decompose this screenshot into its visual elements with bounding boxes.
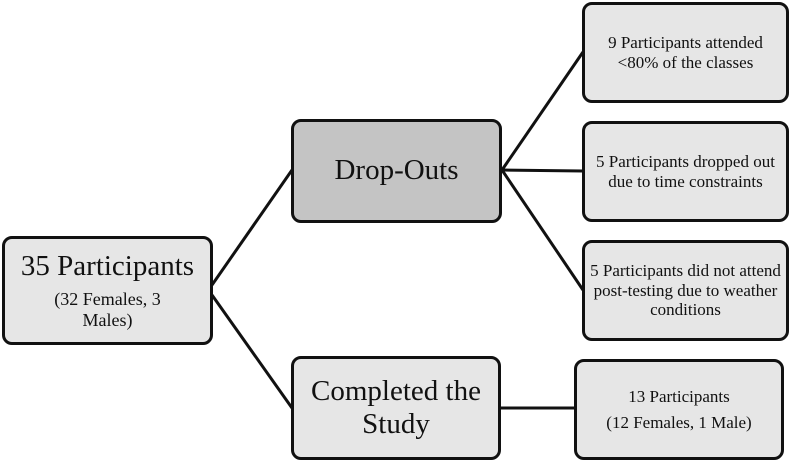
completed-study-box: Completed the Study	[291, 356, 501, 460]
completed-study-label: Completed the Study	[311, 374, 481, 440]
connector-dropouts-reason-2	[501, 168, 584, 173]
connector-dropouts-reason-3	[500, 169, 585, 291]
completed-result-subtitle: (12 Females, 1 Male)	[606, 412, 752, 432]
total-participants-box: 35 Participants (32 Females, 3 Males)	[2, 236, 213, 345]
connector-dropouts-reason-1	[500, 51, 585, 171]
dropout-reason-time: 5 Participants dropped out due to time c…	[582, 121, 789, 222]
dropout-reason-time-text: 5 Participants dropped out due to time c…	[596, 151, 775, 191]
dropout-reason-attendance-text: 9 Participants attended <80% of the clas…	[608, 32, 763, 72]
total-participants-subtitle: (32 Females, 3 Males)	[54, 289, 161, 331]
dropouts-box: Drop-Outs	[291, 119, 502, 223]
dropouts-label: Drop-Outs	[334, 154, 459, 187]
dropout-reason-attendance: 9 Participants attended <80% of the clas…	[582, 2, 789, 103]
dropout-reason-weather-text: 5 Participants did not attend post-testi…	[590, 261, 781, 320]
connector-root-completed	[210, 294, 294, 409]
dropout-reason-weather: 5 Participants did not attend post-testi…	[582, 240, 789, 341]
completed-result-box: 13 Participants (12 Females, 1 Male)	[574, 359, 784, 460]
total-participants-title: 35 Participants	[20, 250, 195, 283]
connector-root-dropouts	[210, 169, 294, 286]
completed-result-title: 13 Participants	[628, 386, 730, 406]
